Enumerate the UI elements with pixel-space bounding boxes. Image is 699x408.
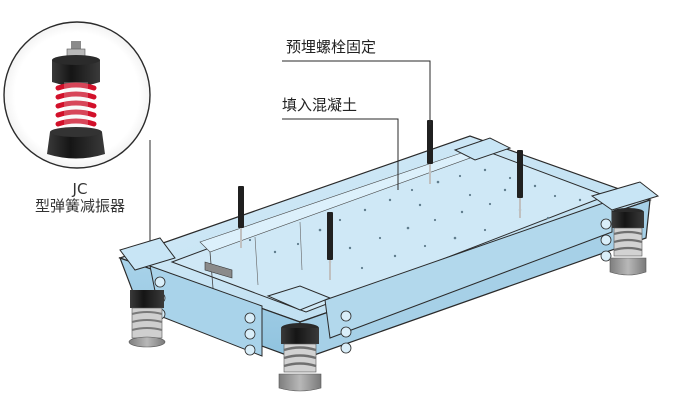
corner-isolators bbox=[128, 208, 647, 392]
base-tray bbox=[118, 135, 660, 361]
anchor-bolt-icon bbox=[238, 120, 523, 280]
isolator-inset bbox=[3, 21, 151, 250]
wall-bolts bbox=[154, 218, 612, 356]
concrete-specks bbox=[248, 168, 582, 270]
isolator-caption: JC 型弹簧减振器 bbox=[20, 180, 140, 216]
anchor-bolt-label: 预埋螺栓固定 bbox=[286, 38, 377, 56]
isolator-name: 型弹簧减振器 bbox=[34, 197, 125, 216]
leader-lines bbox=[282, 60, 431, 190]
isolator-model: JC bbox=[72, 180, 88, 198]
spring-isolator-icon bbox=[47, 41, 105, 159]
fill-concrete-label: 填入混凝土 bbox=[282, 96, 358, 114]
